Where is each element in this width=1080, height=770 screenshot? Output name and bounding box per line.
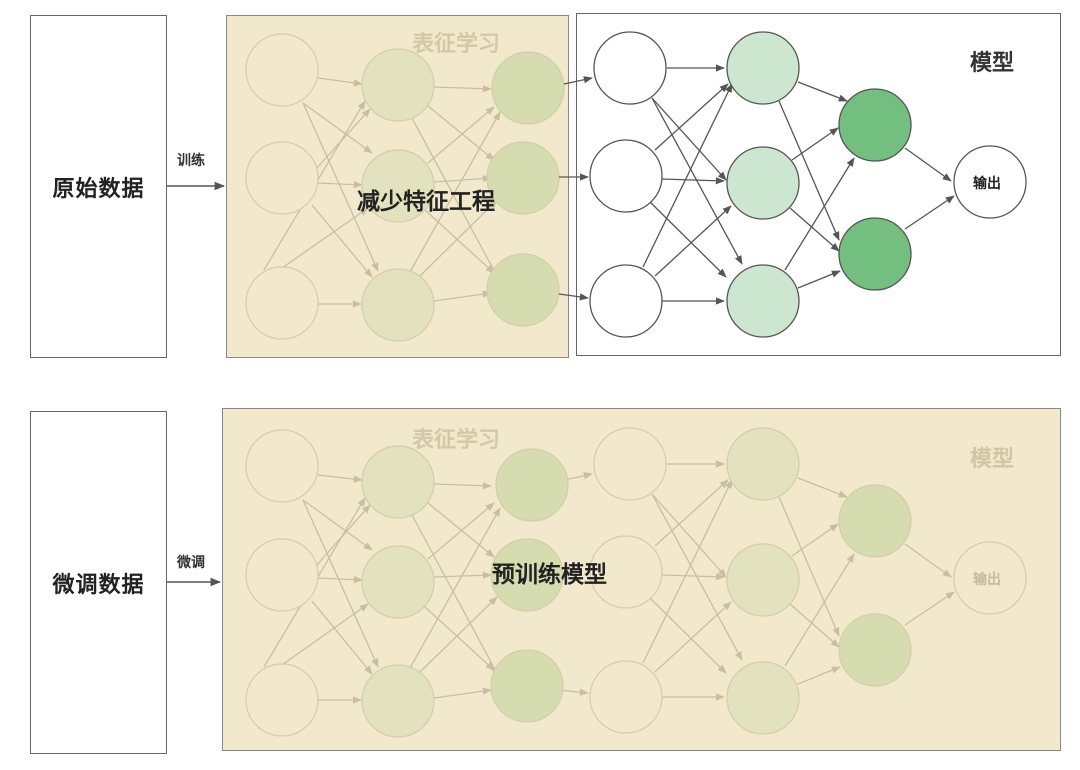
top-repr-edges — [263, 77, 501, 308]
bottom-m3-node — [838, 613, 912, 687]
bottom-edges — [263, 460, 955, 704]
bottom-m2-node — [726, 543, 800, 617]
model-input-node — [589, 139, 663, 213]
bottom-repr-learning-label: 表征学习 — [412, 428, 501, 453]
top-model-nodes — [589, 31, 1027, 338]
repr-l1-node — [245, 33, 319, 107]
top-repr-nodes — [245, 33, 565, 342]
reduce-feature-engineering-label: 减少特征工程 — [357, 189, 495, 215]
repr-l3-node — [491, 51, 565, 125]
repr-l2-node — [361, 149, 435, 223]
model-label: 模型 — [970, 51, 1015, 76]
repr-l1-node — [245, 141, 319, 215]
repr-l3-node — [486, 141, 560, 215]
bottom-l2-node — [361, 445, 435, 519]
bottom-output-node-label: 输出 — [973, 572, 1001, 588]
model-hidden1-node — [726, 264, 800, 338]
bottom-m2-node — [726, 661, 800, 735]
model-hidden1-node — [726, 146, 800, 220]
bottom-m1-node — [593, 427, 667, 501]
raw-data-box: 原始数据 — [30, 15, 167, 358]
bottom-m3-node — [838, 484, 912, 558]
model-input-node — [589, 264, 663, 338]
repr-l2-node — [361, 268, 435, 342]
bottom-l3-node — [490, 649, 564, 723]
bottom-l3-node — [495, 448, 569, 522]
repr-l2-node — [361, 48, 435, 122]
bottom-l2-node — [361, 664, 435, 738]
train-arrow-label: 训练 — [177, 153, 205, 169]
repr-l3-node — [486, 253, 560, 327]
output-node-label: 输出 — [973, 176, 1001, 192]
bottom-m1-node — [589, 660, 663, 734]
bottom-l3-node — [490, 538, 564, 612]
bottom-l1-node — [245, 663, 319, 737]
finetune-data-box: 微调数据 — [30, 411, 167, 754]
bottom-l1-node — [245, 538, 319, 612]
model-hidden2-node — [838, 217, 912, 291]
bottom-nodes — [245, 427, 1027, 738]
pretrained-model-label: 预训练模型 — [492, 562, 607, 588]
repr-l1-node — [245, 266, 319, 340]
bottom-m2-node — [726, 427, 800, 501]
bottom-l1-node — [245, 429, 319, 503]
top-model-edges — [642, 64, 955, 305]
output-node — [953, 145, 1027, 219]
bottom-output-node — [953, 541, 1027, 615]
model-hidden1-node — [726, 31, 800, 105]
bottom-model-label: 模型 — [970, 447, 1015, 472]
bottom-l2-node — [361, 545, 435, 619]
finetune-data-label: 微调数据 — [52, 572, 145, 598]
model-input-node — [593, 31, 667, 105]
finetune-arrow-label: 微调 — [177, 555, 205, 571]
bottom-m1-node — [589, 535, 663, 609]
raw-data-label: 原始数据 — [52, 176, 145, 202]
model-hidden2-node — [838, 88, 912, 162]
repr-learning-label: 表征学习 — [412, 32, 501, 57]
